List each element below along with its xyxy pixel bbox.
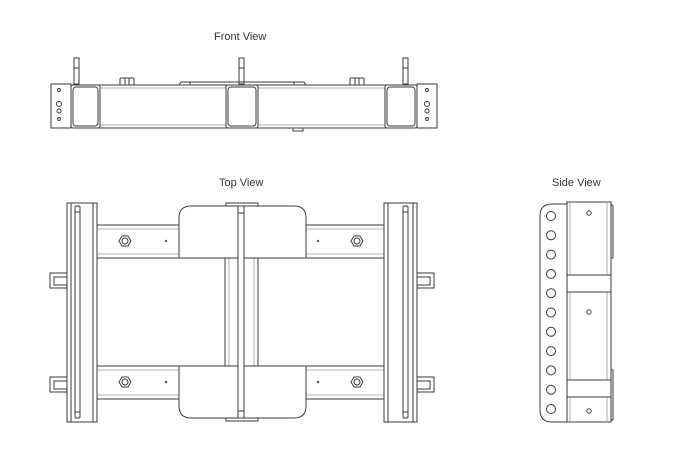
- side-perforation-hole: [546, 249, 556, 260]
- side-perforation-hole: [546, 211, 556, 221]
- front-tube-right: [384, 84, 418, 129]
- top-center-channel: [224, 258, 259, 366]
- front-stud-right: [402, 57, 409, 85]
- front-view: [50, 57, 438, 132]
- front-tube-center: [225, 84, 259, 129]
- side-perforation-hole: [546, 346, 556, 357]
- side-perforation-hole: [546, 384, 556, 395]
- side-small-hole: [586, 309, 592, 315]
- side-lower-band: [566, 379, 612, 398]
- front-view-label: Front View: [214, 31, 267, 43]
- front-right-end-plate: [416, 83, 438, 129]
- side-perforated-strip: [539, 203, 567, 423]
- side-perforation-hole: [546, 326, 556, 337]
- top-right-rail: [383, 202, 418, 423]
- top-pin-hole: [164, 239, 168, 243]
- front-stud-left: [73, 57, 80, 85]
- top-left-tab-upper: [49, 272, 68, 289]
- top-nut-lower-left: [118, 376, 132, 388]
- top-pin-hole: [316, 239, 320, 243]
- top-center-stud-bar: [225, 202, 259, 422]
- top-nut-lower-right: [350, 376, 364, 388]
- top-pin-hole: [164, 380, 168, 384]
- front-bottom-tab: [292, 127, 304, 132]
- top-pin-hole: [316, 380, 320, 384]
- side-small-hole: [586, 210, 592, 216]
- side-main-body: [566, 201, 614, 423]
- top-right-tab-lower: [416, 376, 435, 393]
- side-perforation-hole: [546, 230, 556, 241]
- side-perforation-hole: [546, 365, 556, 376]
- side-small-hole: [586, 408, 592, 414]
- top-nut-upper-left: [118, 235, 132, 247]
- front-nut-right: [349, 77, 365, 86]
- front-stud-center: [238, 57, 245, 85]
- side-perforation-hole: [546, 307, 556, 318]
- side-view-label: Side View: [552, 177, 601, 189]
- front-left-end-plate: [50, 83, 72, 129]
- side-view: [539, 201, 614, 423]
- side-perforation-hole: [546, 404, 556, 414]
- top-right-tab-upper: [416, 272, 435, 289]
- side-perforation-hole: [546, 288, 556, 299]
- side-hole-column: [546, 211, 556, 414]
- front-tube-left: [70, 84, 101, 129]
- front-nut-left: [119, 77, 135, 86]
- side-perforation-hole: [546, 268, 556, 279]
- top-left-tab-lower: [49, 376, 68, 393]
- top-view: [49, 202, 435, 423]
- side-upper-band: [566, 274, 612, 293]
- top-nut-upper-right: [350, 235, 364, 247]
- top-left-rail: [66, 202, 98, 423]
- top-view-label: Top View: [219, 177, 264, 189]
